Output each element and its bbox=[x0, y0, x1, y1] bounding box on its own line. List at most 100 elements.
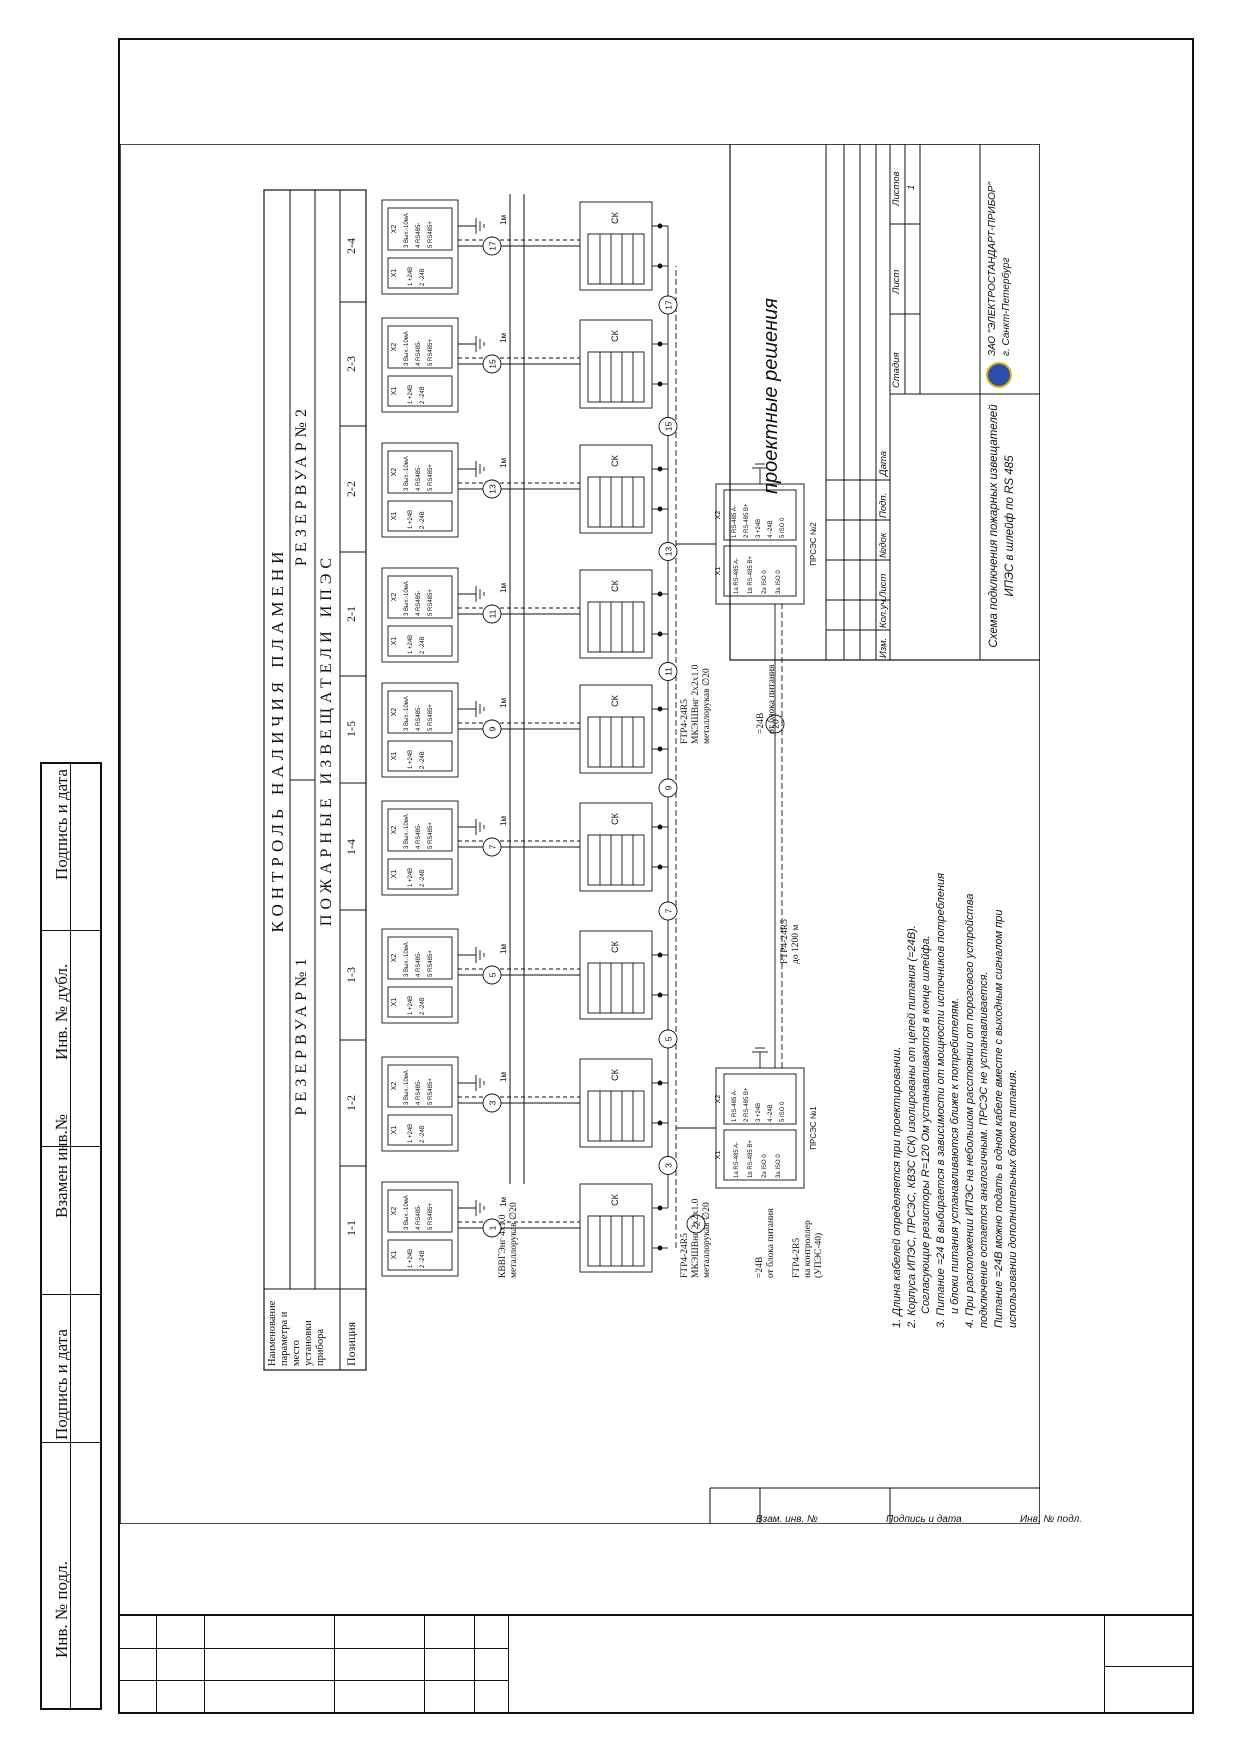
cable-number: 15 bbox=[488, 359, 498, 369]
terminal-x2-line: 3 Вых.-10мА bbox=[404, 331, 410, 366]
terminal-x1: Х1 bbox=[391, 998, 398, 1007]
note-3b: и блоки питания устанавливаются ближе к … bbox=[949, 997, 961, 1314]
sk-box-label: СК bbox=[610, 1193, 620, 1205]
bus-number-marker: 11 bbox=[658, 662, 678, 681]
terminal-x1-line: 2 -24В bbox=[420, 751, 426, 769]
prses-right-row: 5 ISO 0 bbox=[780, 1101, 786, 1122]
prses-left-row: 2a ISO 0 bbox=[762, 1154, 768, 1178]
position-1-4: 1-4 bbox=[344, 839, 358, 855]
cable-length-1m: 1м bbox=[499, 1072, 508, 1082]
terminal-x1-line: 1 +24В bbox=[408, 635, 414, 654]
company-logo bbox=[986, 362, 1012, 388]
bus-number-marker: 7 bbox=[658, 901, 678, 921]
terminal-x2-line: 5 RS485+ bbox=[428, 1203, 434, 1230]
prses-label: ПРСЭС №1 bbox=[809, 1106, 818, 1150]
terminal-x2-line: 4 RS485- bbox=[416, 591, 422, 616]
terminal-x1-line: 1 +24В bbox=[408, 510, 414, 529]
bus-number: 13 bbox=[664, 547, 674, 557]
cable-number-marker: 11м bbox=[482, 1197, 508, 1238]
prses-left-row: 1a RS-485 A- bbox=[734, 558, 740, 594]
strip-label-inv: Инв. № подл. bbox=[1020, 1514, 1083, 1525]
terminal-x1: Х1 bbox=[391, 512, 398, 521]
prses-x1: Х1 bbox=[715, 1151, 722, 1160]
terminal-x2: Х2 bbox=[391, 826, 398, 835]
reservoir-1-label: РЕЗЕРВУАР№1 bbox=[293, 953, 310, 1116]
sk-box-label: СК bbox=[610, 211, 620, 223]
rev-h-list: Лист bbox=[878, 573, 889, 598]
stamp-signature-date-1: Подпись и дата bbox=[52, 769, 71, 880]
drawing-text-layer: Наименование параметра и место установки… bbox=[120, 144, 1082, 1525]
cable-number-marker: 71м bbox=[482, 816, 508, 857]
note-4b: подключение остается аналогичным. ПРСЭС … bbox=[978, 971, 990, 1328]
terminal-x1-line: 2 -24В bbox=[420, 997, 426, 1015]
position-1-1: 1-1 bbox=[344, 1220, 358, 1236]
terminal-x2-line: 4 RS485- bbox=[416, 341, 422, 366]
cable-number: 5 bbox=[488, 972, 498, 977]
bus-number: 15 bbox=[664, 422, 674, 432]
position-label: Позиция bbox=[344, 1321, 358, 1366]
description: Схема подключения пожарных извещателей И… bbox=[986, 398, 1018, 654]
notes: 1. Длина кабелей определяется при проект… bbox=[890, 688, 1021, 1328]
design-stage-title: проектные решения bbox=[760, 298, 782, 494]
side-stamp bbox=[40, 762, 102, 1710]
terminal-x2: Х2 bbox=[391, 225, 398, 234]
ctrl-dest: на контроллер bbox=[803, 1220, 813, 1278]
psu2-source: от блока питания bbox=[767, 664, 777, 735]
prses-right-row: 3 +24В bbox=[756, 519, 762, 538]
terminal-x1-line: 1 +24В bbox=[408, 1249, 414, 1268]
bus-number-marker: 3 bbox=[658, 1156, 678, 1175]
bus-number: 17 bbox=[664, 300, 674, 310]
prses-right-row: 2 RS-485 B+ bbox=[744, 1087, 750, 1122]
terminal-x2: Х2 bbox=[391, 1207, 398, 1216]
prses-right-row: 1 RS-485 A- bbox=[732, 1089, 738, 1122]
terminal-x2: Х2 bbox=[391, 343, 398, 352]
strip-label-replaces: Взам. инв. № bbox=[756, 1514, 818, 1525]
rev-h-date: Дата bbox=[878, 450, 889, 476]
cable-ftp-a: FTP4-24R5 bbox=[680, 1233, 690, 1278]
sk-box-label: СК bbox=[610, 812, 620, 824]
rev-h-doc: №док bbox=[878, 532, 889, 558]
bottom-stamp bbox=[118, 1614, 1194, 1714]
bus-number-marker: 9 bbox=[658, 778, 678, 798]
sk-box-label: СК bbox=[610, 694, 620, 706]
position-2-4: 2-4 bbox=[344, 238, 358, 254]
long-line bbox=[774, 604, 783, 1068]
prses-x2: Х2 bbox=[715, 511, 722, 520]
terminal-x1-line: 2 -24В bbox=[420, 511, 426, 529]
prses-left-row: 1b RS-485 B+ bbox=[748, 556, 754, 594]
note-4d: использовании дополнительных блоков пита… bbox=[1007, 1069, 1019, 1328]
prses-right-row: 4 -24В bbox=[768, 520, 774, 538]
sk-box-label: СК bbox=[610, 1068, 620, 1080]
cable-length-1m: 1м bbox=[499, 816, 508, 826]
terminal-x1-line: 2 -24В bbox=[420, 636, 426, 654]
sk-box-label: СК bbox=[610, 579, 620, 591]
terminal-x1-line: 2 -24В bbox=[420, 1125, 426, 1143]
terminal-x1-line: 1 +24В bbox=[408, 750, 414, 769]
cable-number: 20 bbox=[771, 719, 781, 729]
prses-left-row: 3a ISO 0 bbox=[776, 1154, 782, 1178]
terminal-x1: Х1 bbox=[391, 870, 398, 879]
prses-right-row: 5 ISO 0 bbox=[780, 517, 786, 538]
note-2: 2. Корпуса ИПЭС, ПРСЭС, КВЗС (СК) изолир… bbox=[905, 925, 918, 1328]
note-3: 3. Питание =24 В выбирается в зависимост… bbox=[934, 872, 947, 1328]
note-2b: Согласующие резисторы R=120 Ом устанавли… bbox=[920, 935, 932, 1314]
terminal-x1-line: 2 -24В bbox=[420, 1250, 426, 1268]
row-label: Наименование параметра и место установки… bbox=[267, 1300, 326, 1366]
terminal-x2: Х2 bbox=[391, 593, 398, 602]
position-1-5: 1-5 bbox=[344, 721, 358, 737]
company-city: г. Санкт-Петербург bbox=[1001, 257, 1012, 356]
prses-x1: Х1 bbox=[715, 567, 722, 576]
cable-mkesh-mid-sub: металлорукав ∅20 bbox=[702, 668, 712, 744]
stage-h-stage: Стадия bbox=[891, 352, 902, 388]
cable-kvvg: КВВГЭнг 4х1.0 металлорукав ∅20 bbox=[498, 1202, 520, 1278]
cable-long: FTP4-24R5 до 1200 м bbox=[780, 919, 802, 964]
long-cable-length: до 1200 м bbox=[791, 924, 801, 964]
cable-mkesh-sub: металлорукав ∅20 bbox=[702, 1202, 712, 1278]
diagram-subtitle: ПОЖАРНЫЕ ИЗВЕЩАТЕЛИ ИПЭС bbox=[318, 552, 335, 927]
terminal-x1-line: 2 -24В bbox=[420, 869, 426, 887]
